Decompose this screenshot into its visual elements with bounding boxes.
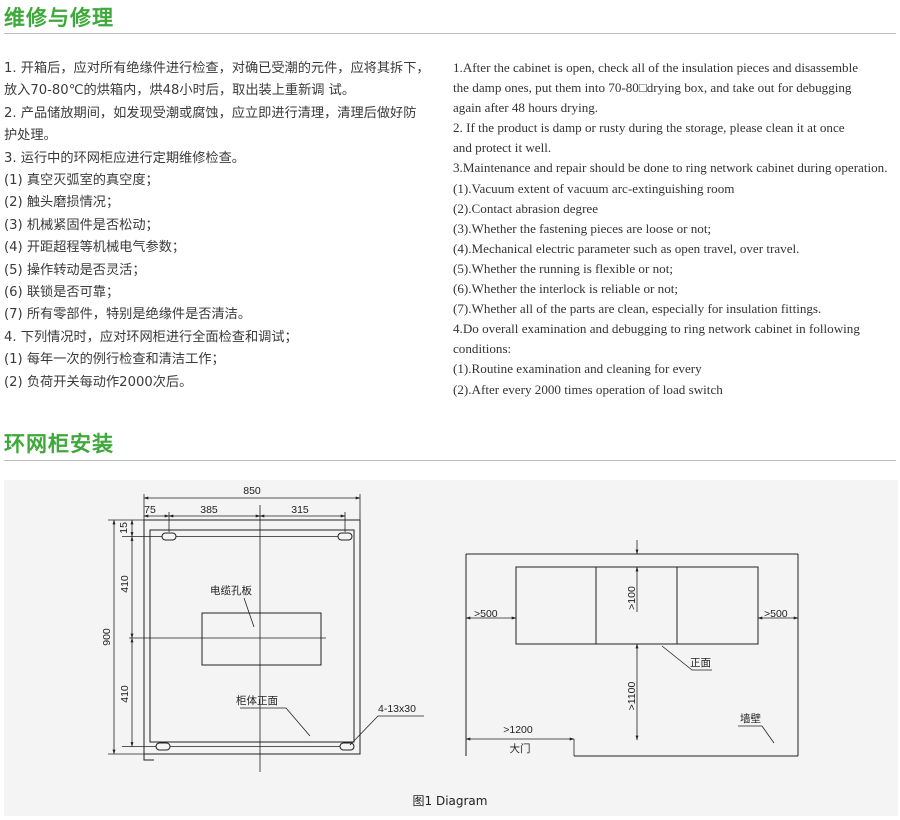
leader-wall (738, 725, 775, 744)
text-line-en: (1).Vacuum extent of vacuum arc-extingui… (453, 180, 735, 196)
text-line-cn: (2) 负荷开关每动作2000次后。 (4, 374, 193, 390)
text-line-cn: 1. 开箱后，应对所有绝缘件进行检查，对确已受潮的元件，应将其拆下， (4, 61, 430, 76)
text-line-cn: 3. 运行中的环网柜应进行定期维修检查。 (4, 150, 245, 166)
cabinet-outline (143, 519, 361, 755)
text-line-en: the damp ones, put them into 70-80□dryin… (453, 80, 852, 96)
wall-label: 墙壁 (740, 712, 761, 725)
dim-410-upper-label: 410 (119, 575, 131, 593)
text-line-en: 3.Maintenance and repair should be done … (453, 160, 888, 176)
text-line-en: (2).After every 2000 times operation of … (453, 381, 723, 397)
right-clearance-label: >500 (764, 608, 788, 620)
text-line-en: (5).Whether the running is flexible or n… (453, 260, 673, 276)
door-width-label: >1200 (503, 724, 533, 736)
text-line-en: conditions: (453, 341, 512, 357)
text-line-en: again after 48 hours drying. (453, 100, 599, 116)
text-line-en: (7).Whether all of the parts are clean, … (453, 301, 822, 317)
text-line-cn: (4) 开距超程等机械电气参数； (4, 240, 186, 256)
figure-caption: 图1 Diagram (412, 794, 488, 808)
room-dimension-labels: >500 >500 >100 >1100 >1200 正面 墙壁 大门 (474, 586, 788, 755)
text-line-en: and protect it well. (453, 140, 552, 156)
text-line-en: 4.Do overall examination and debugging t… (453, 321, 860, 337)
installation-diagram: 850 75 385 315 15 900 410 410 电缆孔板 柜体正面 … (101, 485, 799, 772)
leader-holes (349, 715, 424, 746)
left-clearance-label: >500 (474, 608, 498, 620)
cable-hole-plate (201, 612, 322, 666)
text-line-cn: 放入70-80℃的烘箱内，烘48小时后，取出装上重新调 试。 (4, 83, 356, 99)
mounting-hole (155, 742, 171, 751)
leader-cable-hole (243, 597, 255, 628)
text-line-en: (2).Contact abrasion degree (453, 200, 599, 216)
room-layout-plan (465, 540, 799, 757)
cabinet-front-label: 柜体正面 (236, 694, 278, 707)
leader-front (661, 645, 712, 671)
text-line-cn: (7) 所有零部件，特别是绝缘件是否清洁。 (4, 307, 252, 323)
dim-75-label: 75 (144, 504, 156, 516)
mounting-hole (339, 742, 355, 751)
section-divider (4, 460, 896, 461)
mounting-hole (337, 532, 353, 541)
leader-front (240, 707, 311, 737)
front-label: 正面 (690, 657, 711, 669)
installation-diagram-panel: 850 75 385 315 15 900 410 410 电缆孔板 柜体正面 … (4, 480, 898, 816)
cabinet-base-plan (108, 494, 424, 772)
text-line-en: (6).Whether the interlock is reliable or… (453, 281, 679, 297)
text-line-cn: (6) 联锁是否可靠； (4, 285, 120, 301)
text-line-cn: 护处理。 (4, 128, 57, 144)
mounting-holes-label: 4-13x30 (378, 703, 416, 715)
dim-410-lower-label: 410 (119, 685, 131, 703)
text-line-en: (1).Routine examination and cleaning for… (453, 361, 702, 377)
dim-15-label: 15 (118, 522, 130, 534)
maintenance-text-english: 1.After the cabinet is open, check all o… (453, 58, 900, 400)
dim-385-label: 385 (200, 504, 218, 516)
section-title-maintenance: 维修与修理 (4, 6, 114, 30)
text-line-cn: (3) 机械紧固件是否松动； (4, 217, 159, 233)
text-line-cn: (5) 操作转动是否灵活； (4, 262, 146, 278)
text-line-en: (4).Mechanical electric parameter such a… (453, 240, 800, 256)
text-line-en: (3).Whether the fastening pieces are loo… (453, 220, 712, 236)
section-title-installation: 环网柜安装 (4, 432, 114, 456)
door-label: 大门 (510, 742, 531, 755)
cabinet-dimension-labels: 850 75 385 315 15 900 410 410 电缆孔板 柜体正面 … (101, 485, 416, 715)
front-clearance-label: >1100 (626, 681, 638, 710)
text-line-cn: (1) 每年一次的例行检查和清洁工作； (4, 352, 225, 368)
mounting-hole (161, 532, 177, 541)
cabinet-inner-frame (149, 529, 355, 743)
dim-850-label: 850 (243, 485, 261, 497)
dim-315-label: 315 (291, 504, 309, 516)
text-line-cn: 2. 产品储放期间，如发现受潮或腐蚀，应立即进行清理，清理后做好防 (4, 105, 417, 121)
cable-hole-plate-label: 电缆孔板 (210, 584, 252, 597)
text-line-en: 2. If the product is damp or rusty durin… (453, 120, 845, 136)
maintenance-text-chinese: 1. 开箱后，应对所有绝缘件进行检查，对确已受潮的元件，应将其拆下， 放入70-8… (4, 58, 434, 394)
text-line-en: 1.After the cabinet is open, check all o… (453, 60, 859, 75)
text-line-cn: (1) 真空灭弧室的真空度； (4, 173, 159, 189)
corner-notch (143, 754, 154, 761)
dim-900-label: 900 (101, 628, 113, 646)
text-line-cn: (2) 触头磨损情况； (4, 195, 120, 211)
text-line-cn: 4. 下列情况时，应对环网柜进行全面检查和调试； (4, 329, 298, 345)
top-clearance-label: >100 (626, 586, 638, 610)
section-divider (4, 33, 896, 34)
